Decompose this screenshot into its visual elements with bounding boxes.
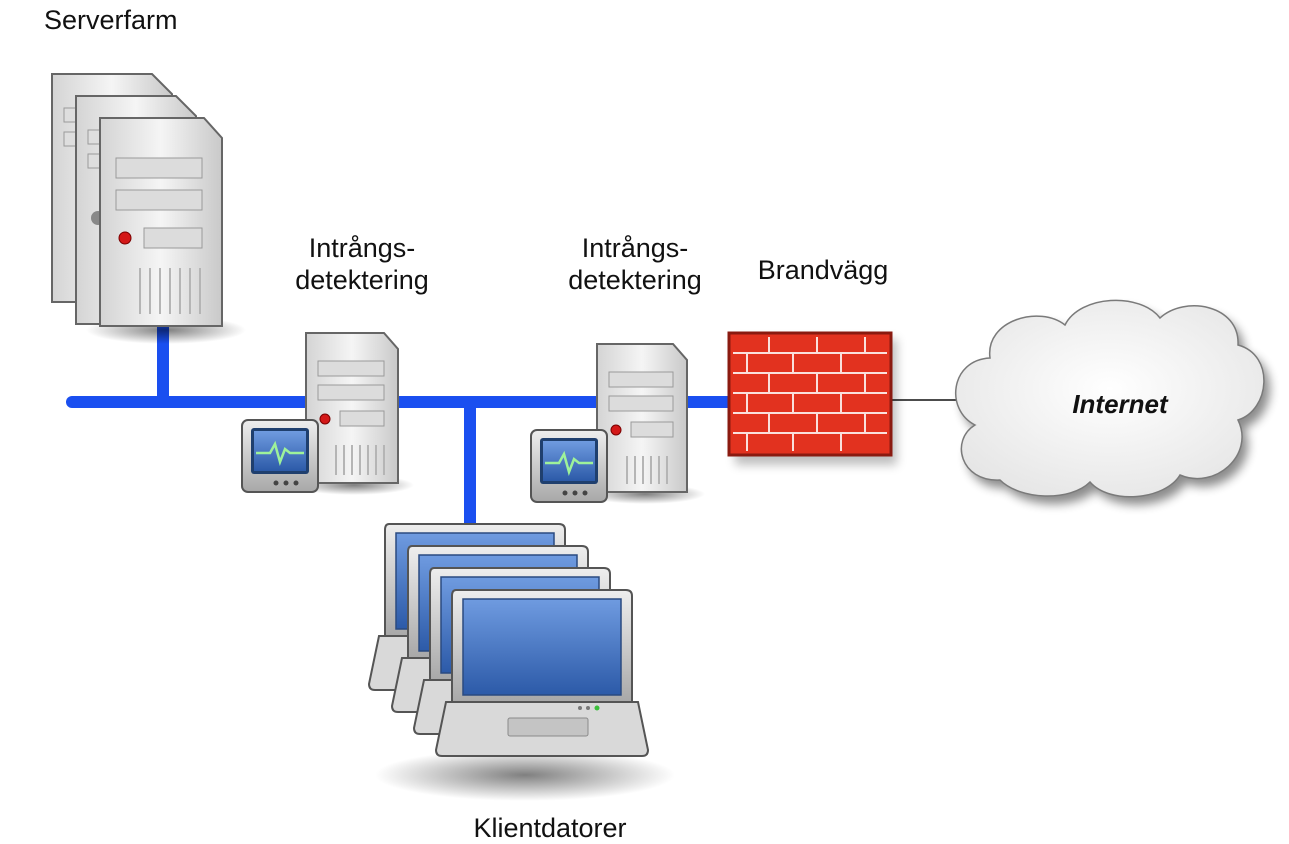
clients-label: Klientdatorer	[473, 813, 627, 843]
ids-2-label-line2: detektering	[568, 265, 702, 295]
cloud-icon	[954, 299, 1270, 505]
serverfarm-label: Serverfarm	[44, 5, 178, 35]
monitor-icon	[241, 419, 319, 493]
ids-2-group	[530, 343, 705, 504]
ids-2-label: Intrångs- detektering	[545, 232, 725, 296]
server-icon	[585, 343, 705, 504]
internet-label: Internet	[1072, 389, 1168, 419]
firewall-icon	[727, 331, 897, 465]
serverfarm-group	[51, 73, 246, 344]
server-icon	[86, 117, 246, 344]
server-led	[118, 231, 132, 245]
ids-1-label-line1: Intrångs-	[308, 233, 416, 263]
ids-1-label-line2: detektering	[295, 265, 429, 295]
clients-group	[367, 523, 675, 801]
server-icon	[294, 332, 414, 495]
ids-1-label: Intrångs- detektering	[272, 232, 452, 296]
ids-2-label-line1: Intrångs-	[581, 233, 689, 263]
ids-1-group	[241, 332, 414, 495]
laptop-icon	[434, 589, 650, 757]
firewall-label: Brandvägg	[757, 255, 889, 285]
monitor-icon	[530, 429, 608, 503]
